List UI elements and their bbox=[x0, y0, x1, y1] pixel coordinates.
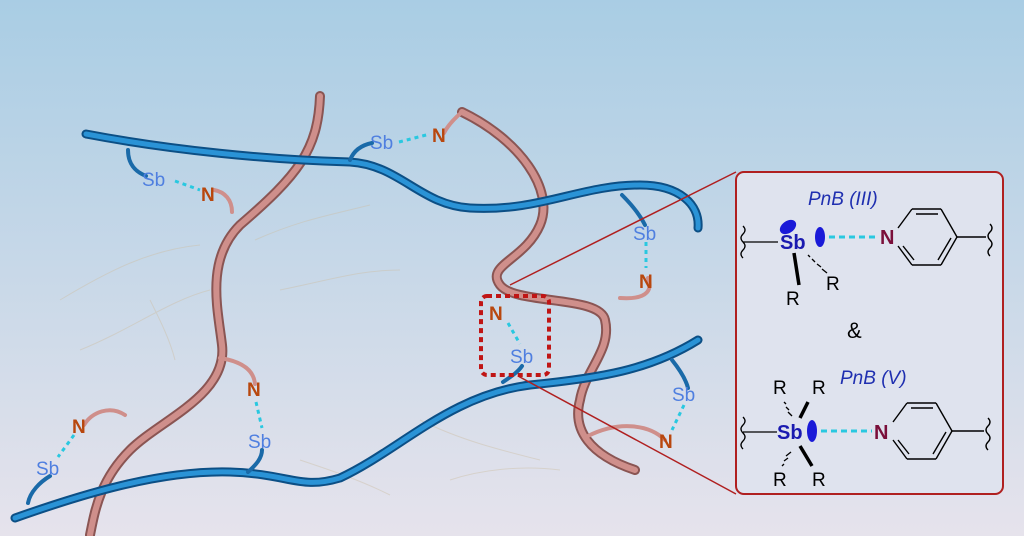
r-substituent: R bbox=[826, 274, 840, 295]
sb-atom: Sb bbox=[780, 232, 806, 254]
n-label: N bbox=[659, 432, 673, 453]
r-substituent: R bbox=[786, 289, 800, 310]
sigma-hole-top bbox=[779, 219, 797, 235]
n-label: N bbox=[201, 185, 215, 206]
n-label: N bbox=[639, 272, 653, 293]
blue-strand-top bbox=[81, 129, 703, 233]
pyridine-ring-v bbox=[892, 402, 991, 460]
wavy-bond-right bbox=[987, 223, 993, 257]
sb-label: Sb bbox=[633, 224, 656, 245]
n-label: N bbox=[489, 304, 503, 325]
pnb-iii-title: PnB (III) bbox=[808, 189, 878, 210]
blue-strand-bottom bbox=[10, 335, 703, 523]
sb-v-bonds bbox=[781, 401, 814, 467]
hashed-wedge bbox=[807, 254, 828, 274]
sigma-hole-right bbox=[807, 420, 817, 442]
sb-atom: Sb bbox=[777, 422, 803, 444]
n-label: N bbox=[72, 417, 86, 438]
n-label: N bbox=[247, 380, 261, 401]
blue-side-arms bbox=[26, 141, 690, 505]
zoom-box bbox=[479, 294, 551, 377]
background-fibers bbox=[59, 204, 561, 496]
inset-panel: PnB (III) Sb R R bbox=[735, 171, 1004, 495]
r-substituent: R bbox=[773, 378, 787, 399]
n-atom: N bbox=[880, 227, 894, 249]
zoom-indicator bbox=[479, 171, 737, 495]
sb-label: Sb bbox=[510, 347, 533, 368]
r-substituent: R bbox=[812, 378, 826, 399]
r-substituent: R bbox=[812, 470, 826, 491]
wavy-bond-right bbox=[985, 417, 991, 451]
pink-side-arms bbox=[82, 110, 667, 442]
network-atom-labels: Sb N Sb N Sb N N Sb N Sb N Sb Sb N bbox=[36, 126, 695, 480]
pyridine-ring-iii bbox=[897, 208, 993, 266]
sb-label: Sb bbox=[370, 133, 393, 154]
ampersand: & bbox=[847, 318, 862, 343]
sb-label: Sb bbox=[672, 385, 695, 406]
r-substituent: R bbox=[773, 470, 787, 491]
wavy-bond-left bbox=[740, 416, 746, 450]
sb-label: Sb bbox=[36, 459, 59, 480]
n-label: N bbox=[432, 126, 446, 147]
sigma-hole-right bbox=[815, 227, 825, 247]
pink-strand-left bbox=[85, 91, 325, 536]
sb-label: Sb bbox=[248, 432, 271, 453]
n-atom: N bbox=[874, 422, 888, 444]
inset-frame bbox=[735, 171, 1004, 495]
pnb-v-title: PnB (V) bbox=[840, 368, 907, 389]
pnictogen-bonds bbox=[56, 132, 686, 458]
sb-label: Sb bbox=[142, 170, 165, 191]
blue-polymer-strands bbox=[10, 129, 703, 523]
